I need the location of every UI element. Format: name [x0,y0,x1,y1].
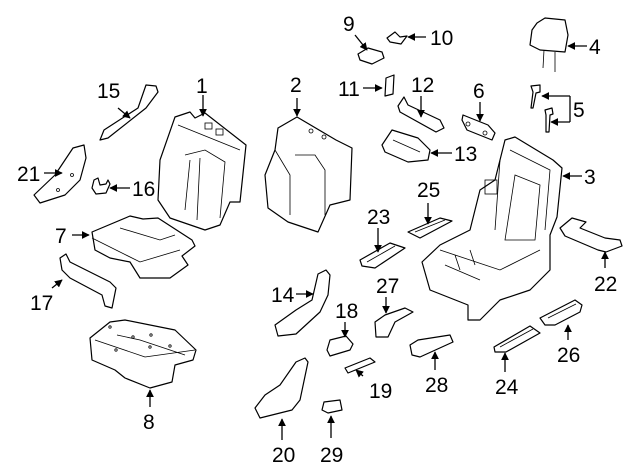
callout-8[interactable]: 8 [143,411,155,434]
part-13-housing[interactable] [381,129,431,163]
part-24-rail-cover[interactable] [493,325,541,353]
callout-9[interactable]: 9 [343,13,355,36]
callout-14[interactable]: 14 [271,284,295,307]
part-26-rail-cover[interactable] [539,299,583,326]
callout-2[interactable]: 2 [290,74,302,97]
part-22-bracket[interactable] [559,217,623,253]
part-11-latch[interactable] [384,74,395,97]
part-19-rod[interactable] [344,357,376,374]
callout-12[interactable]: 12 [411,74,434,97]
callout-1[interactable]: 1 [196,75,208,98]
callout-4[interactable]: 4 [589,36,601,59]
part-14-side-shield[interactable] [274,269,331,337]
callout-7[interactable]: 7 [55,225,67,248]
callout-3[interactable]: 3 [584,166,596,189]
part-20-side-trim[interactable] [254,357,309,419]
part-7-seat-cushion[interactable] [91,215,196,279]
callout-5[interactable]: 5 [573,99,585,122]
part-27-end-cap[interactable] [374,307,414,338]
callout-11[interactable]: 11 [338,78,360,101]
part-1-seat-back-cover[interactable] [157,111,247,231]
callout-19[interactable]: 19 [369,380,392,403]
part-17-bracket[interactable] [59,253,117,309]
part-29-clip[interactable] [321,399,343,414]
callout-15[interactable]: 15 [97,80,120,103]
callout-25[interactable]: 25 [417,179,440,202]
callout-28[interactable]: 28 [425,374,448,397]
part-3-seat-frame[interactable] [421,136,563,321]
part-10-clip[interactable] [386,31,408,45]
part-9-cap[interactable] [357,47,385,65]
callout-21[interactable]: 21 [17,163,40,186]
part-21-side-cover[interactable] [33,144,87,204]
callout-23[interactable]: 23 [367,206,390,229]
part-6-bracket[interactable] [461,114,496,141]
part-5-headrest-guides[interactable] [530,84,554,133]
callout-18[interactable]: 18 [335,300,358,323]
callouts: 1 2 3 4 5 6 7 8 9 10 11 12 13 14 15 16 1… [17,13,617,467]
part-2-seat-back-panel[interactable] [264,116,353,233]
part-16-clip[interactable] [91,177,111,195]
callout-24[interactable]: 24 [495,376,519,399]
callout-10[interactable]: 10 [430,27,453,50]
callout-13[interactable]: 13 [454,143,477,166]
part-18-cover[interactable] [326,335,354,357]
callout-22[interactable]: 22 [594,273,617,296]
part-25-rail-cover[interactable] [407,217,453,239]
part-23-rail-cover[interactable] [359,242,406,269]
part-28-end-cover[interactable] [409,334,454,358]
part-4-headrest[interactable] [529,17,569,72]
callout-29[interactable]: 29 [320,444,343,467]
callout-17[interactable]: 17 [30,292,53,315]
callout-27[interactable]: 27 [376,275,399,298]
part-8-seat-base[interactable] [89,319,197,389]
callout-16[interactable]: 16 [132,178,155,201]
callout-20[interactable]: 20 [272,444,295,467]
callout-26[interactable]: 26 [557,344,580,367]
callout-6[interactable]: 6 [473,80,485,103]
leader-lines [44,33,609,440]
